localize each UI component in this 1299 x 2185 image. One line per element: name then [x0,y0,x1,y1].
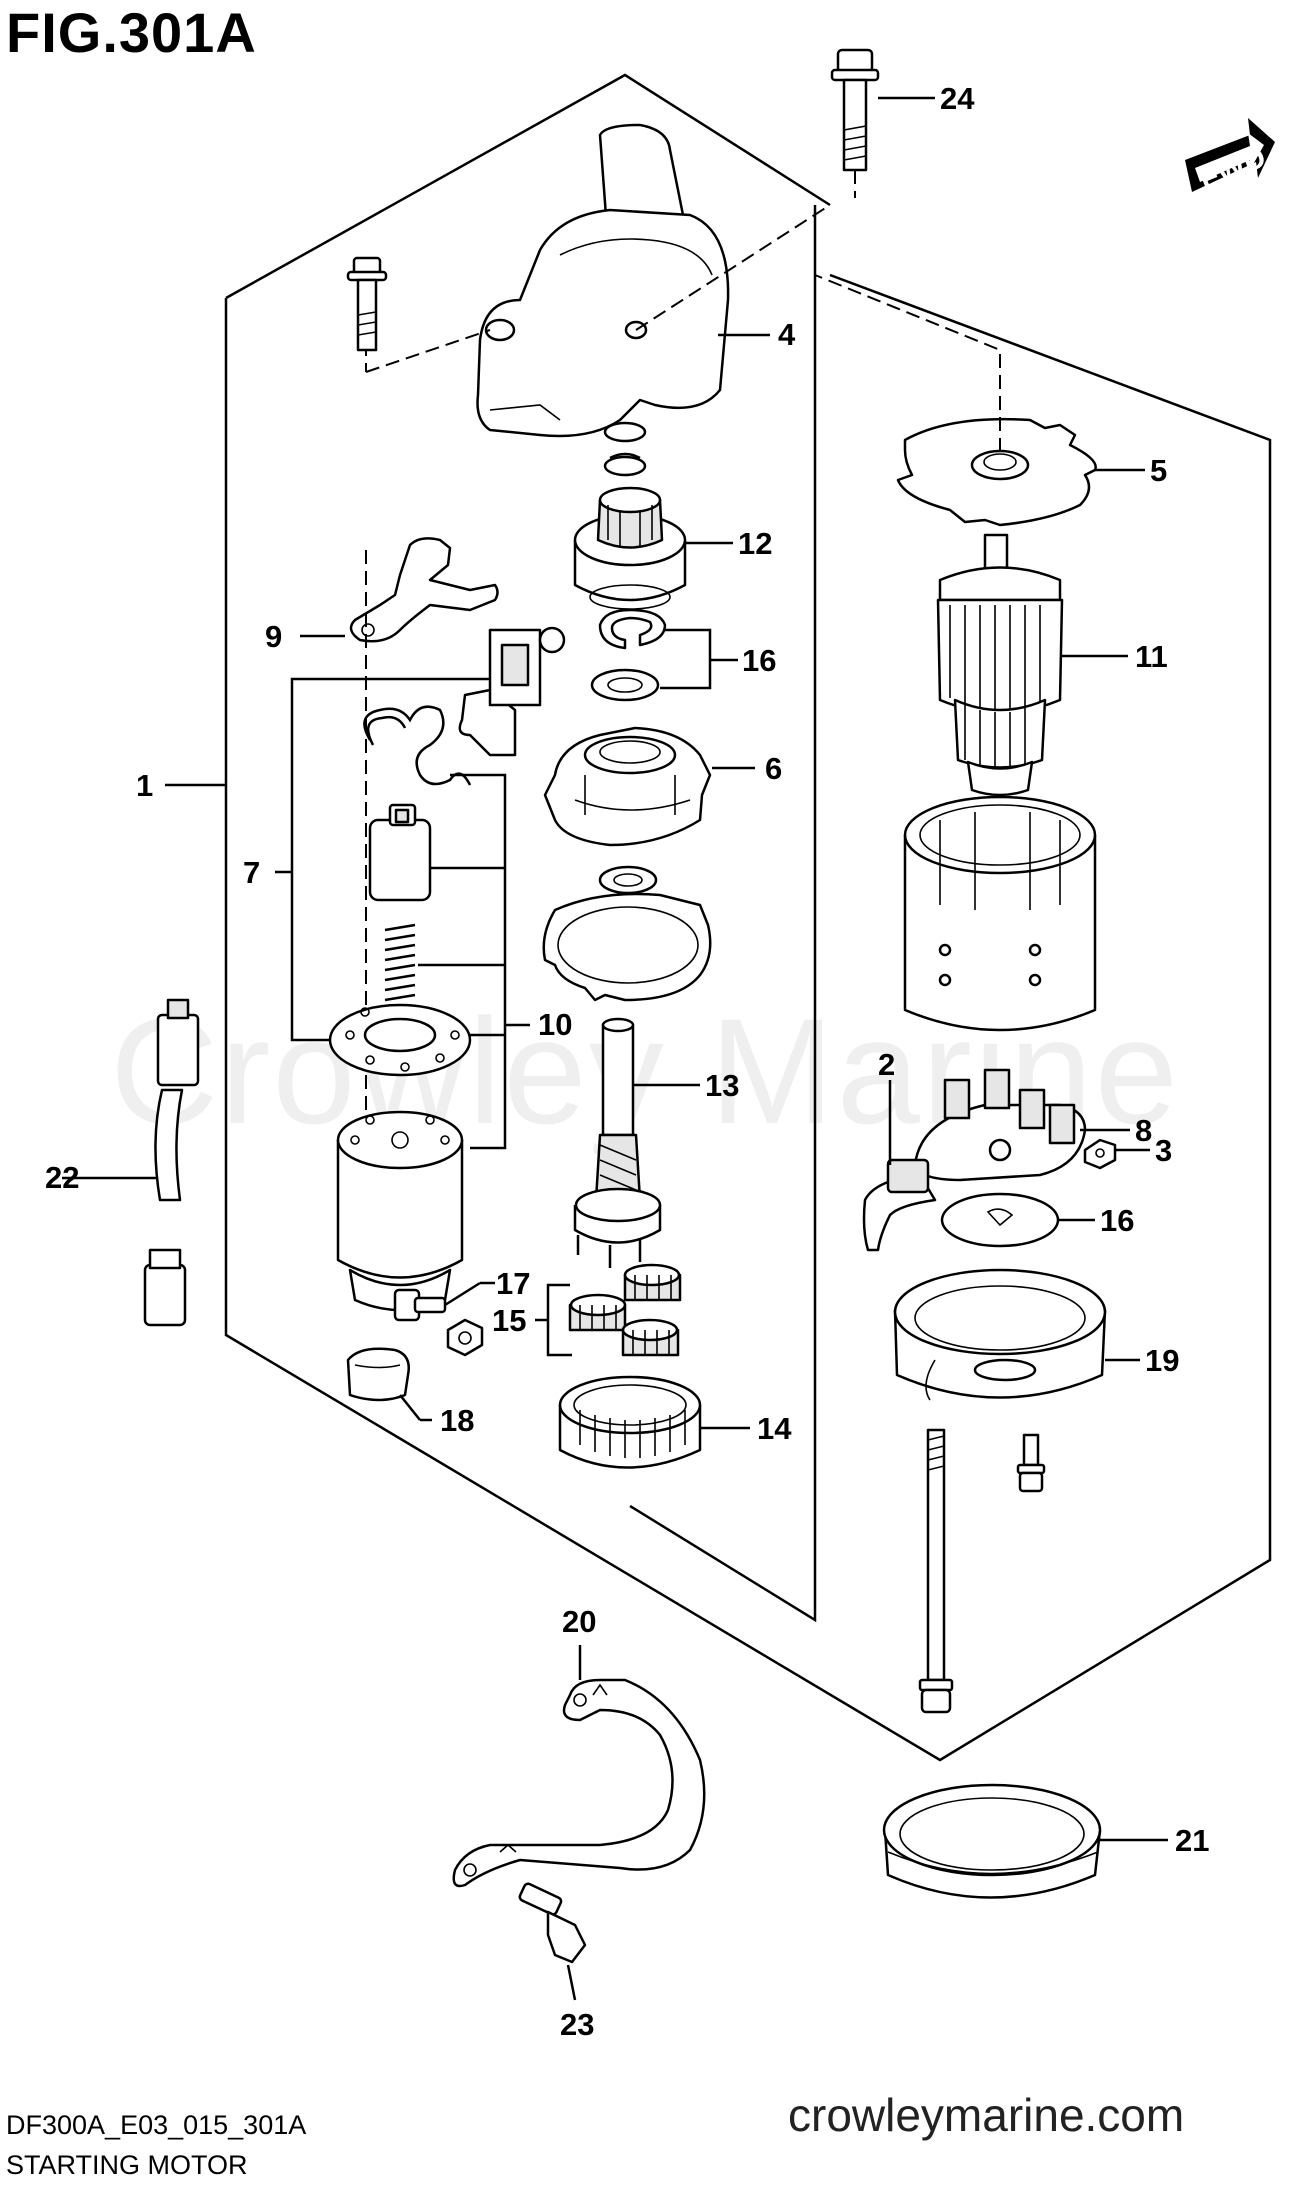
callout-12: 12 [738,526,772,561]
retainer-ring-part [590,608,667,702]
callout-7: 7 [243,855,260,890]
callout-15: 15 [492,1303,526,1338]
callout-15-bracket [546,1283,572,1357]
nut-part [1083,1138,1150,1170]
pinion-shaft-part [573,1017,700,1268]
wire-spring-clip-part [363,705,472,786]
callout-10-bracket [450,773,507,1150]
lower-washer-part [940,1192,1095,1248]
callout-8: 8 [1135,1113,1152,1148]
pinion-clutch-part [573,486,733,610]
through-bolt-part [918,1428,954,1714]
callout-16b: 16 [1100,1203,1134,1238]
gear-housing-cover-part [543,726,755,847]
plunger-spring-part [384,923,416,1002]
seal-ring-part [542,892,712,1002]
brush-plate-part [814,274,1145,527]
callout-5: 5 [1150,453,1167,488]
callout-14: 14 [757,1411,792,1446]
internal-gear-part [558,1375,750,1469]
mounting-strap-part [452,1645,706,1888]
solenoid-body-part [336,1110,464,1312]
callout-16a: 16 [742,643,776,678]
callout-23: 23 [560,2007,594,2042]
figure-code: DF300A_E03_015_301A [6,2110,307,2140]
long-bolt-part [830,48,935,198]
terminal-boot-part [346,1347,432,1422]
terminal-stud-part [393,1281,495,1322]
callout-2: 2 [878,1047,895,1082]
solenoid-housing-part [365,123,831,438]
fwd-arrow-icon [1185,118,1275,192]
small-washer-part [598,865,658,895]
strap-bolt-part [518,1882,587,2001]
website-link[interactable]: crowleymarine.com [788,2089,1185,2141]
callout-11: 11 [1135,639,1168,674]
end-cover-part [893,1268,1140,1401]
shift-lever-part [300,537,499,643]
rubber-band-part [882,1783,1168,1899]
callout-4: 4 [778,317,796,352]
callout-9: 9 [265,619,282,654]
planetary-gears-part [568,1263,682,1357]
yoke-part [903,795,1097,1032]
callout-16a-bracket [660,628,712,690]
plunger-part [368,803,432,902]
callout-6: 6 [765,751,782,786]
callout-18: 18 [440,1403,474,1438]
callout-22: 22 [45,1160,79,1195]
terminal-nut-part [446,1318,484,1357]
callout-3: 3 [1155,1133,1172,1168]
solenoid-gasket-part [328,1003,472,1077]
callout-20: 20 [562,1604,596,1639]
stop-ring-part [603,421,647,477]
brush-holder-part [913,1068,1130,1182]
short-bolt-part [346,256,388,352]
figure-title: FIG.301A [6,1,257,64]
assembly-outline [224,73,1272,1762]
callout-21: 21 [1175,1823,1209,1858]
callout-19: 19 [1145,1343,1179,1378]
small-screw-part [1016,1433,1046,1493]
callout-24: 24 [940,81,975,116]
callout-7-bracket [290,677,490,1042]
contact-bracket-part [458,626,566,757]
callout-13: 13 [705,1068,739,1103]
lead-connector-part [62,998,200,1327]
armature-part [936,533,1128,797]
callout-17: 17 [496,1266,530,1301]
lead-wire-part [862,1080,937,1252]
callout-10: 10 [538,1007,572,1042]
callout-1: 1 [136,768,153,803]
figure-caption: STARTING MOTOR [6,2150,248,2180]
